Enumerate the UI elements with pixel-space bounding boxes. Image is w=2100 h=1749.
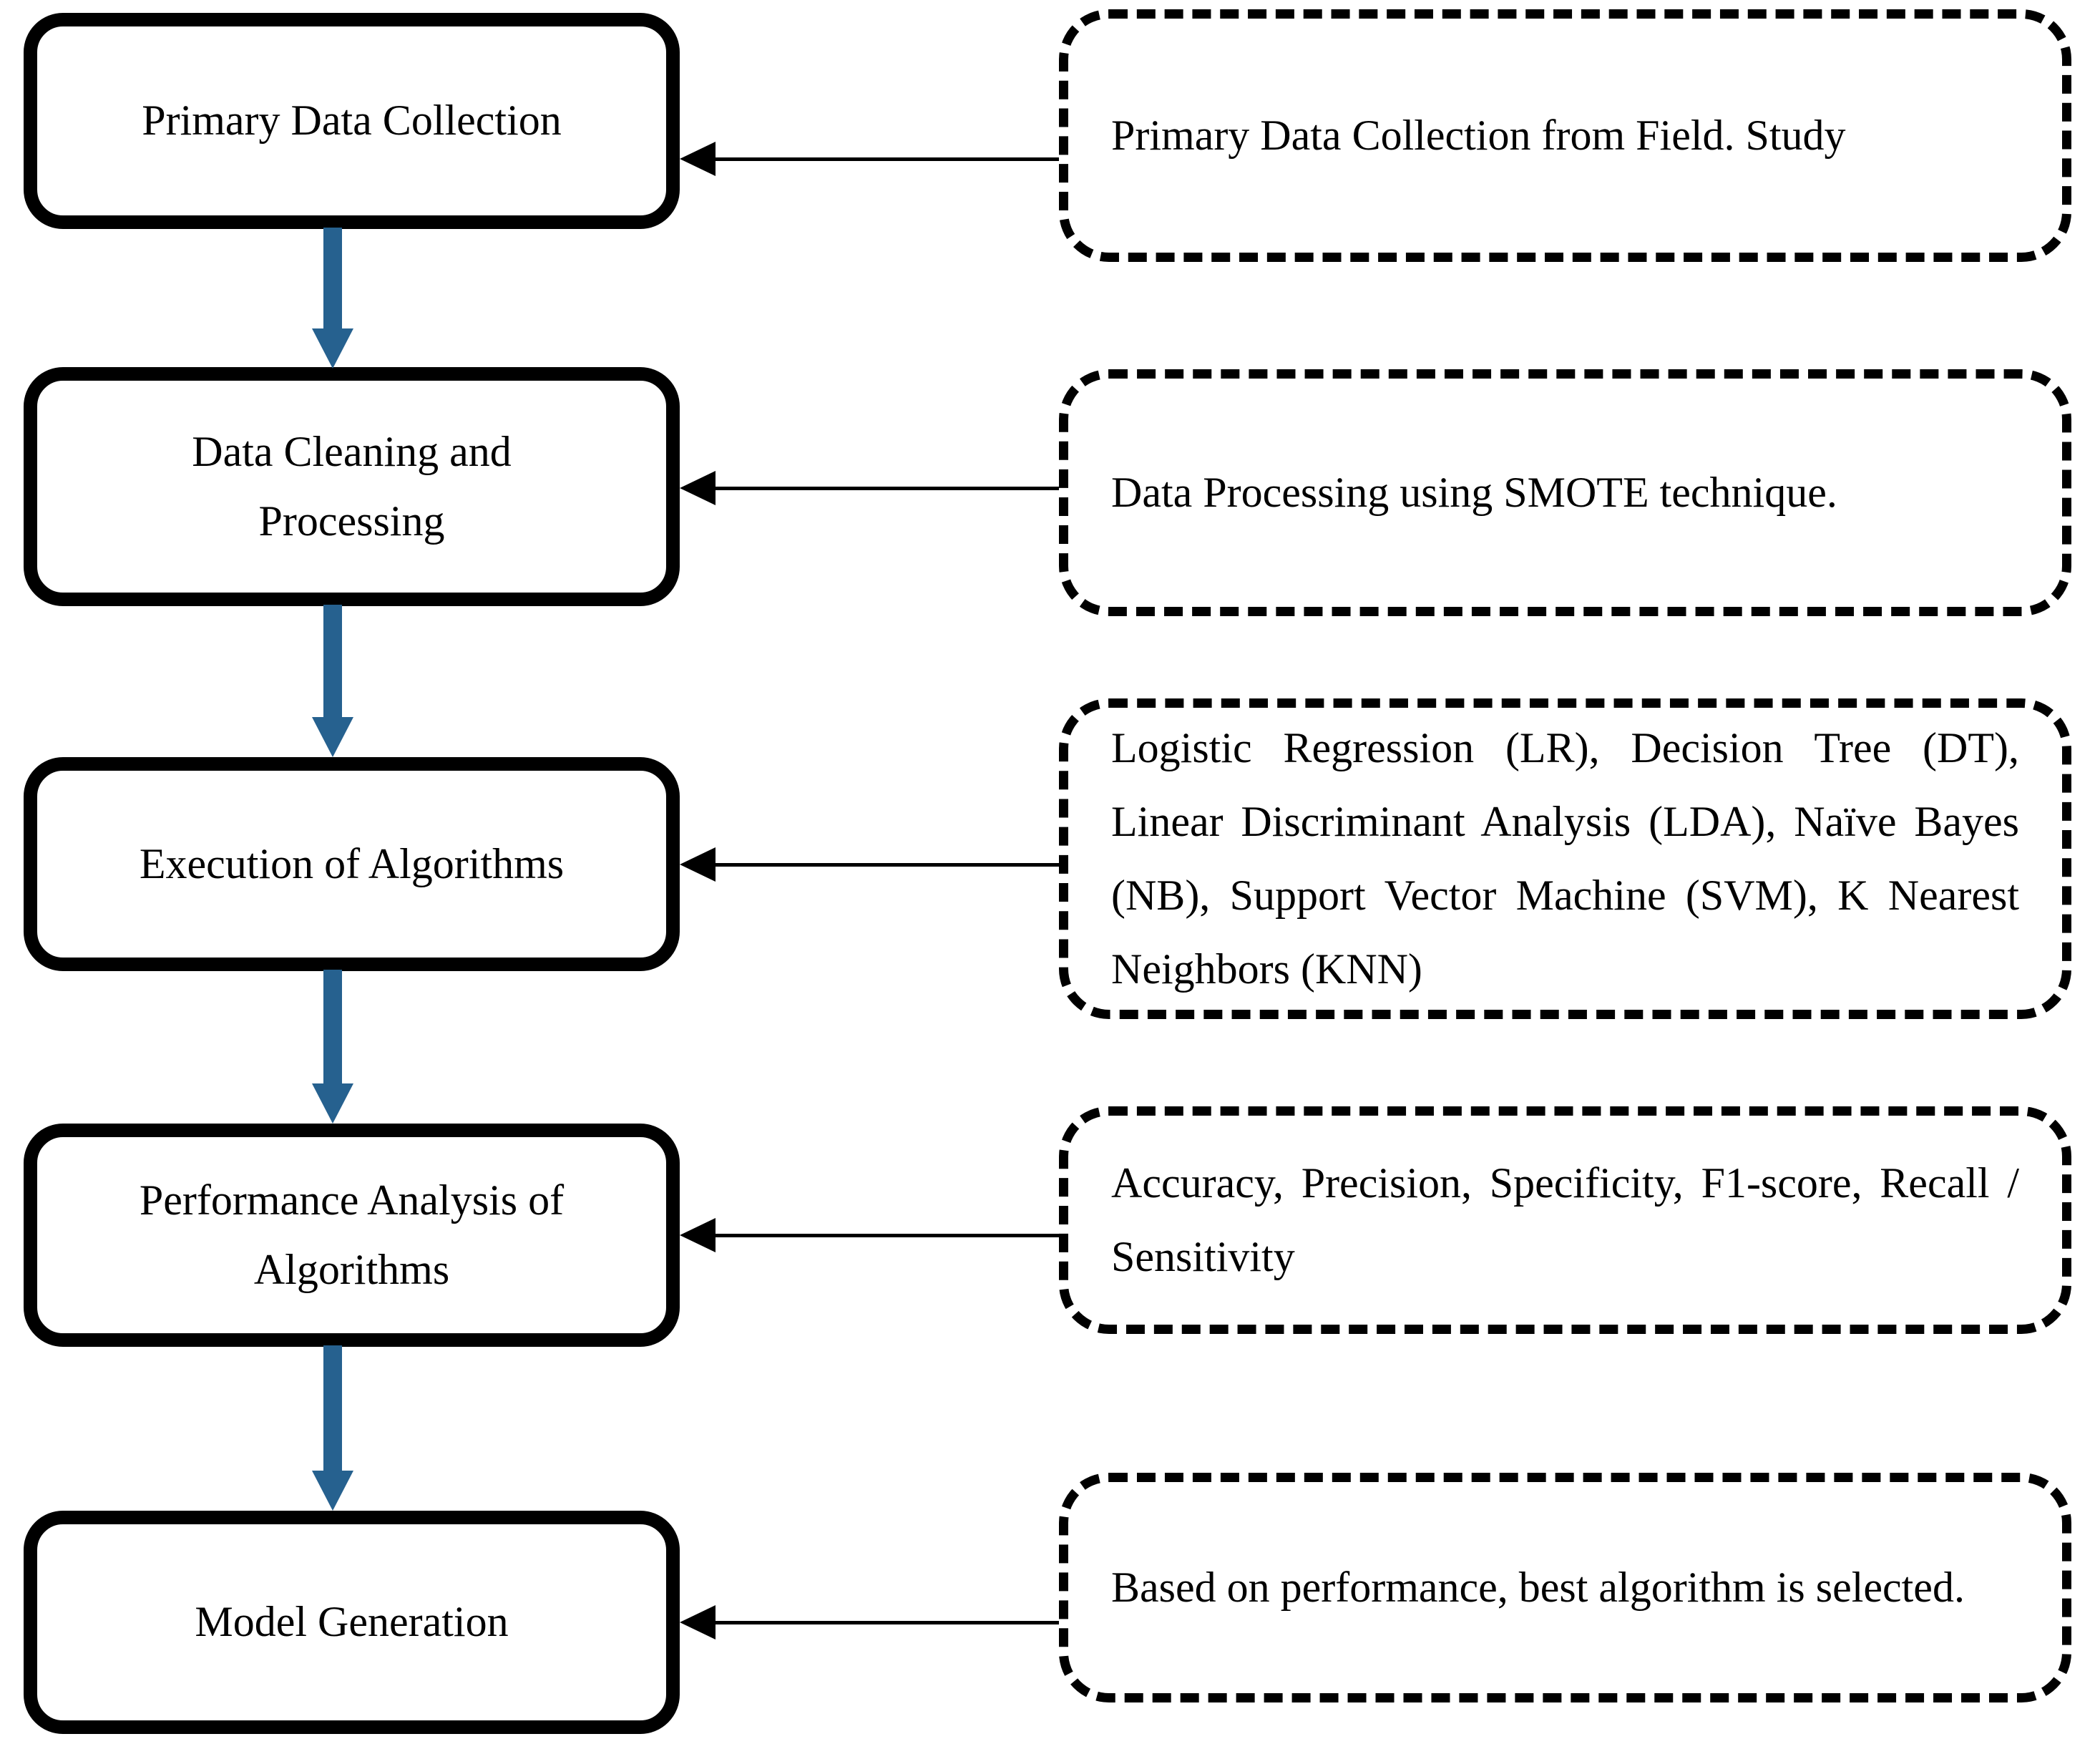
flow-down-arrow-icon-1 (312, 228, 353, 369)
step-box-execution-of-algorithms: Execution of Algorithms (24, 757, 680, 971)
arrow-head (680, 471, 716, 505)
step-label-model-generation: Model Generation (195, 1598, 509, 1646)
step-label-data-cleaning-processing: Data Cleaning and Processing (192, 427, 512, 545)
arrow-head (680, 142, 716, 176)
step-label-performance-analysis: Performance Analysis of Algorithms (139, 1176, 565, 1293)
note-text-smote-technique: Data Processing using SMOTE technique. (1111, 468, 1837, 516)
note-text-algorithm-list: Logistic Regression (LR), Decision Tree … (1111, 724, 2019, 993)
note-left-arrow-icon-2 (680, 471, 1059, 505)
note-text-metrics: Accuracy, Precision, Specificity, F1-sco… (1111, 1159, 2019, 1280)
arrow-head (680, 1605, 716, 1640)
arrow-head (312, 1083, 353, 1124)
arrow-head (680, 1218, 716, 1252)
step-box-model-generation: Model Generation (24, 1511, 680, 1734)
arrow-head (312, 717, 353, 757)
note-left-arrow-icon-1 (680, 142, 1059, 176)
flow-down-arrow-icon-4 (312, 1345, 353, 1511)
arrow-shaft (323, 228, 342, 333)
step-box-data-cleaning-processing: Data Cleaning and Processing (24, 367, 680, 606)
note-box-metrics: Accuracy, Precision, Specificity, F1-sco… (1059, 1106, 2071, 1334)
note-box-smote-technique: Data Processing using SMOTE technique. (1059, 369, 2071, 616)
note-box-algorithm-list: Logistic Regression (LR), Decision Tree … (1059, 698, 2071, 1019)
step-label-execution-of-algorithms: Execution of Algorithms (139, 839, 565, 887)
note-text-field-study: Primary Data Collection from Field. Stud… (1111, 111, 1846, 159)
note-left-arrow-icon-3 (680, 847, 1059, 882)
arrow-line (711, 1621, 1059, 1624)
arrow-line (711, 1234, 1059, 1237)
step-box-primary-data-collection: Primary Data Collection (24, 13, 680, 229)
arrow-line (711, 157, 1059, 161)
arrow-shaft (323, 605, 342, 721)
arrow-head (312, 328, 353, 369)
arrow-line (711, 863, 1059, 867)
step-label-primary-data-collection: Primary Data Collection (142, 97, 562, 145)
arrow-head (680, 847, 716, 882)
note-box-field-study: Primary Data Collection from Field. Stud… (1059, 9, 2071, 262)
note-left-arrow-icon-4 (680, 1218, 1059, 1252)
step-box-performance-analysis: Performance Analysis of Algorithms (24, 1124, 680, 1347)
arrow-shaft (323, 1345, 342, 1475)
arrow-shaft (323, 970, 342, 1088)
flow-down-arrow-icon-2 (312, 605, 353, 757)
arrow-head (312, 1471, 353, 1511)
note-box-best-algorithm: Based on performance, best algorithm is … (1059, 1473, 2071, 1702)
note-left-arrow-icon-5 (680, 1605, 1059, 1640)
note-text-best-algorithm: Based on performance, best algorithm is … (1111, 1563, 1965, 1611)
flow-down-arrow-icon-3 (312, 970, 353, 1124)
arrow-line (711, 487, 1059, 490)
